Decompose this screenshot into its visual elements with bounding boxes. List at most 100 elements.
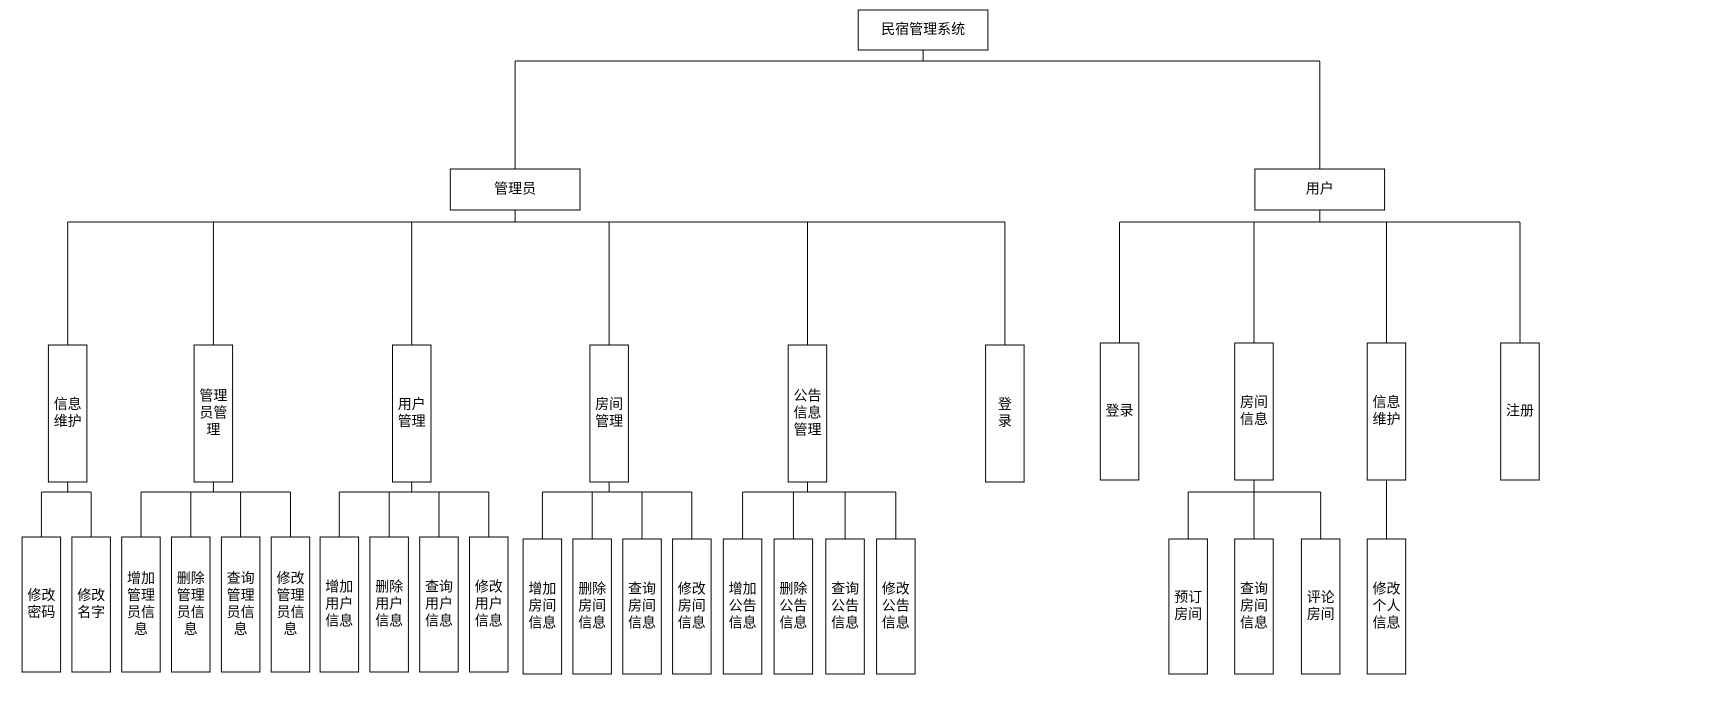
admin-leaf-4-0-label: 增加 [729,582,757,598]
admin-leaf-1-1-label: 息 [184,621,198,638]
admin-module-3-box [589,344,629,483]
admin-leaf-1-1-box [171,536,211,673]
admin-leaf-4-2-label: 公告 [831,599,859,615]
admin-leaf-4-3-label: 信息 [882,615,910,632]
admin-leaf-3-2-label: 查询 [628,582,656,598]
admin-leaf-2-1-box [369,536,409,673]
admin-module-4-label: 信息 [794,405,822,422]
user-module-3-box [1500,342,1540,481]
admin-leaf-3-0-box [522,538,563,675]
user-leaf-2-0-label: 信息 [1373,615,1401,632]
admin-module-1-label: 管理 [199,389,227,405]
admin-leaf-0-1-box [71,536,111,673]
admin-leaf-4-1-label: 公告 [779,599,807,615]
admin-leaf-3-2-box [622,538,662,675]
admin-module-3-label: 房间 [595,397,623,413]
admin-module-0-label: 维护 [54,414,82,430]
admin-leaf-2-1-label: 信息 [375,613,403,630]
admin-leaf-1-1-label: 管理 [177,588,205,604]
user-module-3-label: 注册 [1506,404,1534,420]
user-module-0-box [1099,342,1140,481]
user-leaf-1-0-label: 房间 [1174,607,1202,623]
user-leaf-2-0-box [1366,538,1407,675]
admin-leaf-3-3-label: 信息 [678,615,706,632]
admin-leaf-0-1-label: 修改 [77,588,105,604]
user-module-3: 注册 [1500,342,1540,481]
admin-leaf-1-2-label: 查询 [227,571,255,587]
admin-leaf-4-2-label: 信息 [831,615,859,632]
admin-module-2-label: 用户 [398,396,426,413]
admin-leaf-1-3-label: 修改 [277,571,305,587]
user-leaf-2-0-label: 修改 [1373,582,1401,598]
admin-module-1-label: 理 [206,423,220,439]
admin-leaf-3-3-label: 修改 [678,582,706,598]
admin-module-5-label: 登 [998,397,1012,413]
admin-leaf-2-0-label: 信息 [325,613,353,630]
user-module-1-box [1234,342,1274,481]
role-admin: 管理员 [449,168,581,211]
admin-leaf-1-3-label: 管理 [277,588,305,604]
user-leaf-1-1-label: 房间 [1240,599,1268,615]
user-leaf-1-1-label: 信息 [1240,615,1268,632]
admin-leaf-1-1-label: 员信 [177,605,205,621]
user-leaf-1-0-box [1168,538,1208,675]
admin-leaf-1-0-label: 管理 [127,588,155,604]
admin-module-0-box [47,344,88,483]
admin-module-5: 登录 [985,344,1025,483]
admin-leaf-0-0-label: 密码 [27,604,55,621]
admin-leaf-1-0-label: 员信 [127,605,155,621]
role-admin-box [449,168,581,211]
admin-leaf-2-3-box [469,536,509,673]
admin-leaf-2-2-label: 查询 [425,580,453,596]
admin-leaf-2-1-label: 删除 [375,580,403,596]
admin-leaf-4-3-label: 公告 [882,599,910,615]
admin-leaf-4-0-box [722,538,763,675]
admin-leaf-3-0-label: 房间 [528,599,556,615]
admin-leaf-3-3-box [672,538,712,675]
admin-leaf-1-2-label: 管理 [227,588,255,604]
admin-leaf-2-2-box [419,536,459,673]
admin-module-5-box [985,344,1025,483]
admin-leaf-1-2-label: 员信 [227,605,255,621]
admin-leaf-4-1-box [773,538,814,675]
admin-leaf-1-3-box [270,536,311,673]
admin-leaf-4-3-label: 修改 [882,582,910,598]
user-leaf-1-1-box [1234,538,1274,675]
user-module-2-label: 维护 [1373,412,1401,428]
admin-module-1-box [193,344,234,483]
admin-leaf-2-2-label: 用户 [425,596,453,613]
admin-leaf-3-3-label: 房间 [678,599,706,615]
admin-leaf-4-0-label: 公告 [729,599,757,615]
admin-module-4-box [787,344,828,483]
admin-leaf-2-2-label: 信息 [425,613,453,630]
admin-leaf-4-1-label: 删除 [779,582,807,598]
admin-module-0-label: 信息 [54,396,82,413]
admin-leaf-4-2-label: 查询 [831,582,859,598]
user-leaf-1-2-box [1300,538,1341,675]
admin-leaf-4-1-label: 信息 [779,615,807,632]
user-module-0: 登录 [1099,342,1140,481]
admin-leaf-2-3-label: 信息 [475,613,503,630]
admin-leaf-1-0-label: 增加 [127,571,155,587]
role-admin-label: 管理员 [494,182,536,198]
admin-module-5-label: 录 [998,414,1012,430]
